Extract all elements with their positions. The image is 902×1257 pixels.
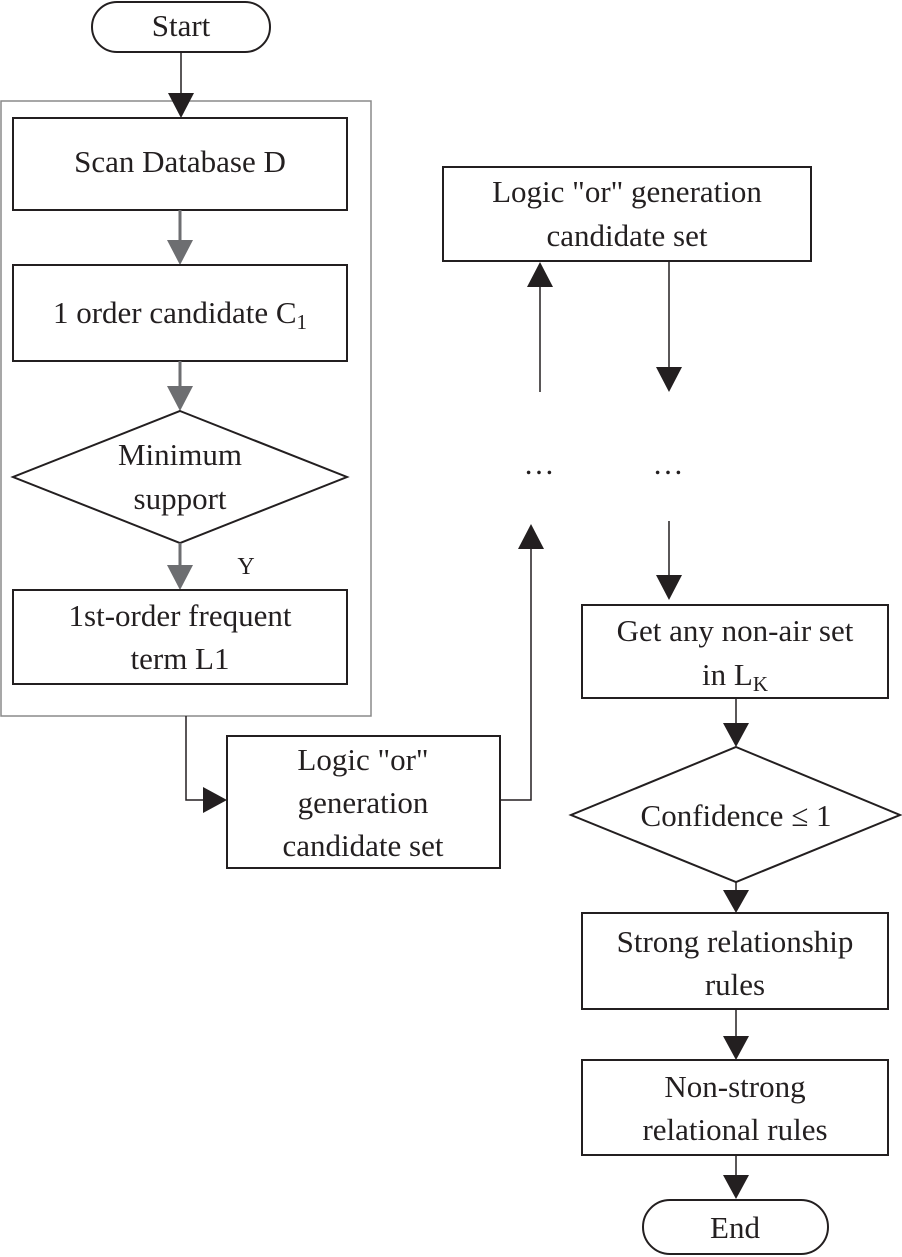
minimum-support-label-line2: support bbox=[134, 481, 227, 516]
arrow-non-air-to-confidence bbox=[723, 698, 749, 747]
logic-or-bottom-label-line3: candidate set bbox=[283, 828, 444, 863]
arrow-c1-to-support bbox=[167, 361, 193, 411]
logic-or-top-node: Logic "or" generation candidate set bbox=[442, 166, 812, 262]
confidence-decision: Confidence ≤ 1 bbox=[568, 745, 902, 884]
scan-database-node: Scan Database D bbox=[12, 117, 348, 211]
start-node: Start bbox=[91, 1, 271, 53]
start-label: Start bbox=[152, 8, 211, 43]
non-strong-rules-label-line1: Non-strong bbox=[664, 1069, 805, 1104]
minimum-support-label-line1: Minimum bbox=[118, 437, 242, 472]
frequent-l1-label-line2: term L1 bbox=[131, 641, 230, 676]
non-strong-rules-node: Non-strong relational rules bbox=[581, 1059, 889, 1156]
non-air-set-node: Get any non-air set in LK bbox=[581, 604, 889, 699]
end-node: End bbox=[642, 1199, 829, 1255]
arrow-confidence-to-strong bbox=[723, 882, 749, 913]
ellipsis-right: … bbox=[653, 446, 684, 481]
logic-or-bottom-node: Logic "or" generation candidate set bbox=[226, 735, 501, 869]
minimum-support-decision: Minimum support bbox=[10, 409, 350, 545]
logic-or-bottom-label-line1: Logic "or" bbox=[297, 742, 428, 777]
arrow-ellipsis-to-logic-or-top bbox=[527, 262, 553, 392]
scan-database-label: Scan Database D bbox=[74, 144, 286, 179]
arrow-scan-to-c1 bbox=[167, 210, 193, 265]
frequent-l1-label-line1: 1st-order frequent bbox=[69, 598, 292, 633]
frequent-l1-node: 1st-order frequent term L1 bbox=[12, 589, 348, 685]
arrow-support-to-l1 bbox=[167, 543, 193, 590]
candidate-c1-label: 1 order candidate C1 bbox=[53, 295, 307, 334]
strong-rules-label-line1: Strong relationship bbox=[617, 924, 854, 959]
logic-or-top-label-line1: Logic "or" generation bbox=[492, 174, 762, 209]
yes-label: Y bbox=[237, 554, 254, 580]
arrow-strong-to-non-strong bbox=[723, 1009, 749, 1060]
strong-rules-node: Strong relationship rules bbox=[581, 912, 889, 1010]
logic-or-bottom-label-line2: generation bbox=[298, 785, 429, 820]
non-air-set-label-line2: in LK bbox=[702, 657, 768, 696]
arrow-logic-or-bottom-up bbox=[500, 524, 544, 801]
arrow-frame-to-logic-or-bottom bbox=[185, 716, 227, 813]
non-air-set-label-line1: Get any non-air set bbox=[617, 613, 854, 648]
confidence-label: Confidence ≤ 1 bbox=[641, 798, 832, 833]
strong-rules-label-line2: rules bbox=[705, 967, 765, 1002]
arrow-logic-or-top-down bbox=[656, 261, 682, 392]
arrow-non-strong-to-end bbox=[723, 1155, 749, 1199]
logic-or-top-label-line2: candidate set bbox=[547, 218, 708, 253]
non-strong-rules-label-line2: relational rules bbox=[642, 1112, 827, 1147]
arrow-ellipsis-to-non-air bbox=[656, 521, 682, 600]
arrow-start-to-scan bbox=[168, 52, 194, 118]
candidate-c1-node: 1 order candidate C1 bbox=[12, 264, 348, 362]
ellipsis-left: … bbox=[524, 446, 555, 481]
end-label: End bbox=[710, 1210, 760, 1245]
